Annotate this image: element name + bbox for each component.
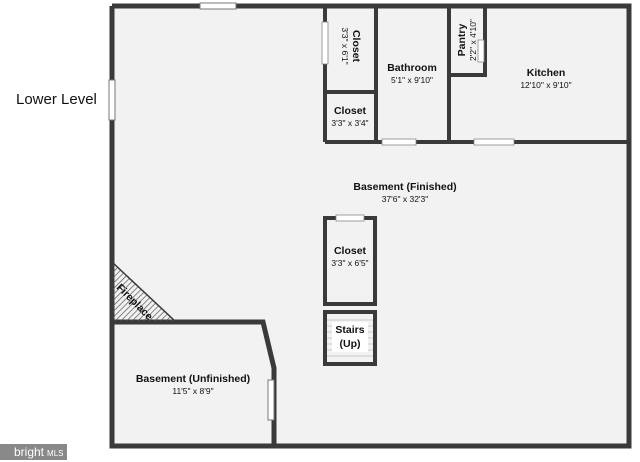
room-name: Closet	[334, 245, 367, 257]
fireplace	[111, 260, 178, 323]
door-openings	[321, 21, 515, 222]
room-name: Bathroom	[387, 62, 437, 74]
room-dims: 12'10" x 9'10"	[520, 80, 571, 90]
room-dims: 2'2" x 4'10"	[468, 19, 478, 61]
room-dims: 5'1" x 9'10"	[391, 75, 433, 85]
room-name: Basement (Unfinished)	[136, 373, 250, 385]
room-name: Basement (Finished)	[353, 181, 456, 193]
room-dims: 3'3" x 6'1"	[340, 27, 350, 64]
watermark-brand: bright	[14, 445, 45, 459]
unfinished-floor	[112, 322, 274, 446]
room-dims: 3'3" x 3'4"	[331, 118, 368, 128]
room-label-bathroom: Bathroom 5'1" x 9'10"	[387, 62, 437, 85]
room-dims: 37'6" x 32'3"	[382, 194, 429, 204]
room-dims: 11'5" x 8'9"	[172, 386, 213, 396]
room-label-pantry: Pantry 2'2" x 4'10"	[456, 19, 478, 61]
room-label-closet-small: Closet 3'3" x 3'4"	[331, 105, 368, 128]
room-label-closet-top: Closet 3'3" x 6'1"	[340, 27, 362, 64]
room-label-basement-finished: Basement (Finished) 37'6" x 32'3"	[353, 181, 456, 204]
room-label-stairs: Stairs (Up)	[332, 322, 368, 352]
room-name: Stairs	[335, 324, 364, 336]
room-label-closet-center: Closet 3'3" x 6'5"	[331, 245, 368, 268]
room-name: Closet	[350, 30, 362, 63]
watermark-suffix: MLS	[47, 449, 64, 458]
room-dims: 3'3" x 6'5"	[331, 258, 368, 268]
room-label-kitchen: Kitchen 12'10" x 9'10"	[520, 67, 571, 90]
level-label: Lower Level	[16, 91, 97, 108]
room-label-basement-unfinished: Basement (Unfinished) 11'5" x 8'9"	[136, 373, 250, 396]
room-name: Kitchen	[527, 67, 566, 79]
room-name: Pantry	[456, 24, 468, 57]
room-name: Closet	[334, 105, 367, 117]
windows	[108, 2, 275, 421]
floor-area	[112, 6, 629, 446]
room-dims: (Up)	[340, 338, 361, 350]
